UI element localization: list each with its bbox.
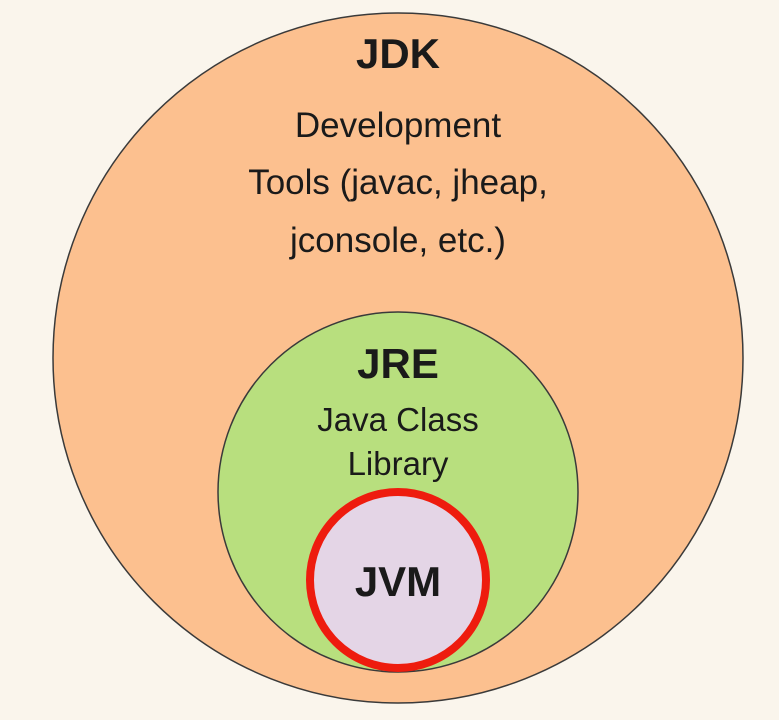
- jvm-title: JVM: [355, 558, 441, 605]
- jvm-circle: [306, 488, 490, 672]
- jdk-line-3: jconsole, etc.): [289, 221, 506, 260]
- jre-line-2: Library: [348, 445, 449, 482]
- jre-title: JRE: [357, 340, 439, 387]
- jdk-line-1: Development: [295, 106, 501, 145]
- jdk-line-2: Tools (javac, jheap,: [248, 163, 548, 202]
- jre-line-1: Java Class: [317, 401, 478, 438]
- jdk-title: JDK: [356, 30, 440, 77]
